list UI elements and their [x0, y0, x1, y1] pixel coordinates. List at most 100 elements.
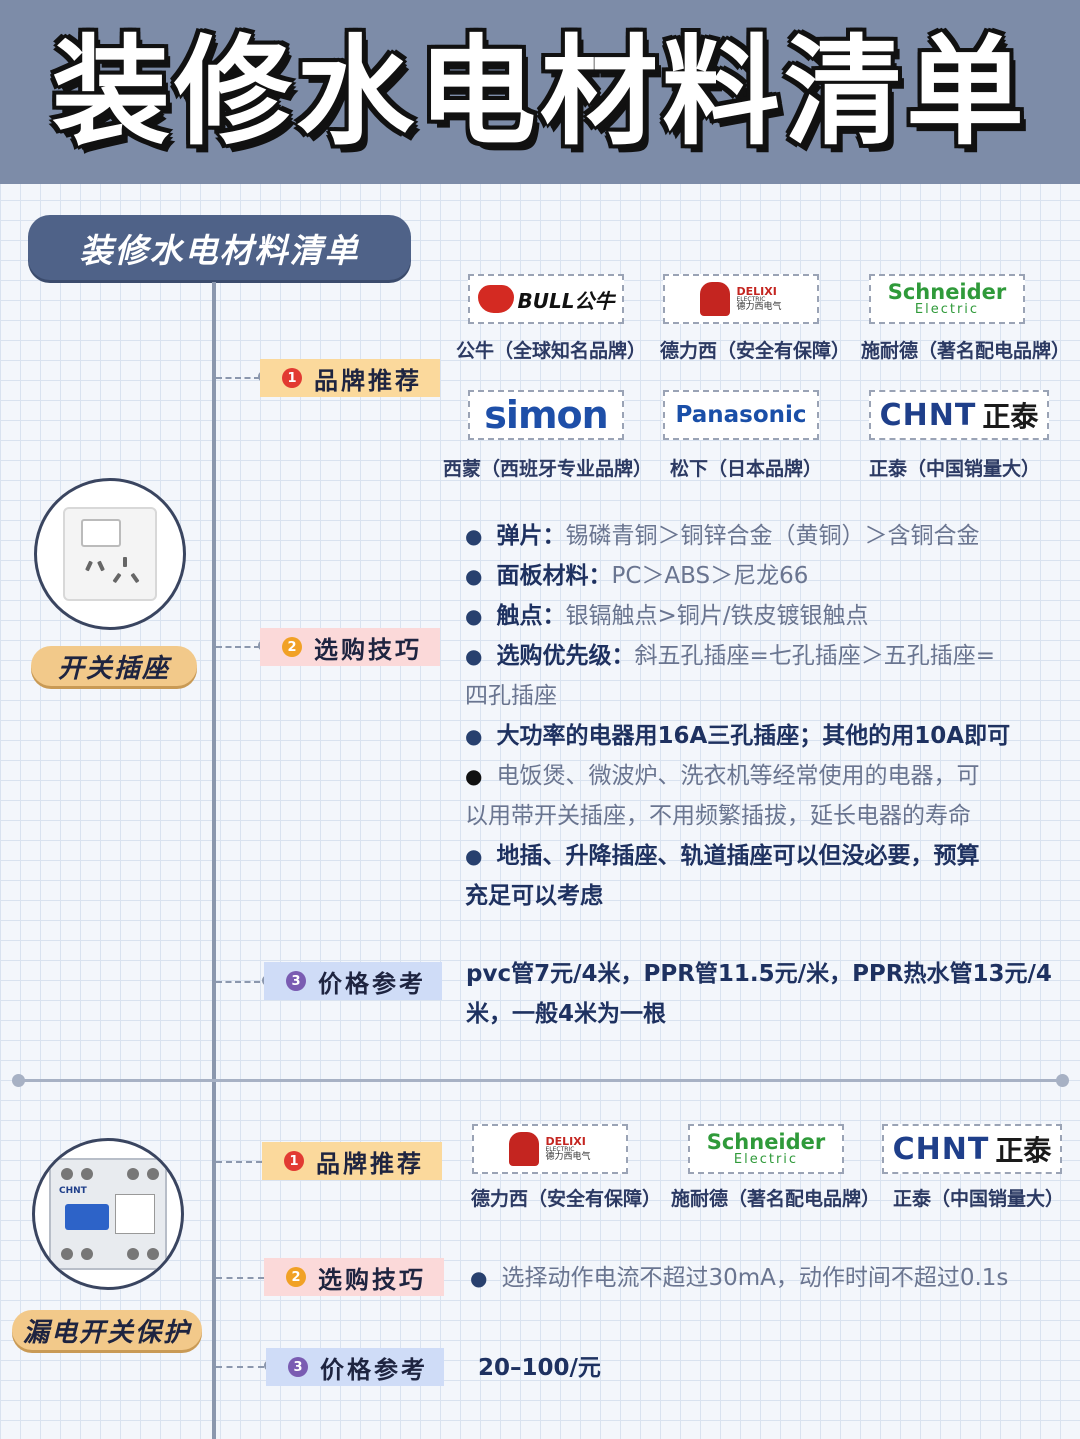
- socket-hole: [123, 557, 127, 567]
- delixi-logo-small: ELECTRIC: [736, 296, 766, 303]
- price-text-line1: pvc管7元/4米，PPR管11.5元/米，PPR热水管13元/4: [466, 961, 1052, 987]
- tag-label: 品牌推荐: [314, 366, 422, 395]
- tip-text: 地插、升降插座、轨道插座可以但没必要，预算: [496, 843, 980, 869]
- tip-text: 锡磷青铜＞铜锌合金（黄铜）＞含铜合金: [565, 523, 980, 549]
- bullet-dot-icon: ●: [465, 764, 483, 788]
- chint-logo-cn: 正泰: [995, 1134, 1052, 1167]
- divider-dot-left: [12, 1074, 25, 1087]
- breaker-screw: [147, 1168, 159, 1180]
- delixi-logo-cn: 德力西电气: [545, 1152, 591, 1162]
- tag-label: 选购技巧: [318, 1265, 426, 1294]
- tag-price-reference: 3 价格参考: [266, 1348, 444, 1386]
- tag-number: 2: [282, 637, 302, 657]
- breaker-screw: [61, 1248, 73, 1260]
- bullet-dot-icon: ●: [465, 524, 483, 548]
- brand-caption-delixi: 德力西（安全有保障）: [660, 340, 851, 362]
- category-pill-leakage: 漏电开关保护: [12, 1310, 202, 1350]
- tag-buying-tips: 2 选购技巧: [264, 1258, 444, 1296]
- socket-hole: [85, 560, 93, 572]
- subtitle-pill: 装修水电材料清单: [28, 215, 411, 280]
- tag-label: 价格参考: [320, 1355, 428, 1384]
- category-label: 开关插座: [57, 653, 170, 684]
- panasonic-logo-text: Panasonic: [675, 402, 807, 428]
- schneider-logo-sub: Electric: [733, 1152, 799, 1167]
- connector-line: [216, 377, 260, 379]
- tag-brand-recommend: 1 品牌推荐: [262, 1142, 442, 1180]
- price-text-line2: 米，一般4米为一根: [466, 1001, 667, 1027]
- chint-logo-text: CHNT: [879, 397, 977, 433]
- connector-line: [216, 1366, 264, 1368]
- category-pill-sockets: 开关插座: [31, 646, 197, 686]
- brand-logo-simon: simon: [468, 390, 624, 440]
- brand-logo-bull: BULL公牛: [468, 274, 624, 324]
- brand-caption-simon: 西蒙（西班牙专业品牌）: [443, 458, 653, 480]
- breaker-photo: CHNT: [32, 1138, 184, 1290]
- price-text: 20–100/元: [478, 1355, 601, 1381]
- tag-number: 1: [282, 368, 302, 388]
- subtitle-text: 装修水电材料清单: [79, 230, 360, 270]
- tag-number: 3: [288, 1357, 308, 1377]
- connector-line: [216, 981, 260, 983]
- breaker-screw: [127, 1248, 139, 1260]
- connector-line: [216, 1161, 262, 1163]
- tip-text: 银镉触点>铜片/铁皮镀银触点: [565, 603, 869, 629]
- tip-key: 面板材料：: [496, 563, 612, 589]
- brand-caption-schneider: 施耐德（著名配电品牌）: [671, 1188, 881, 1210]
- delixi-logo-icon: [700, 282, 731, 316]
- brand-caption-chint: 正泰（中国销量大）: [869, 458, 1041, 480]
- header-banner: 装修水电材料清单: [0, 0, 1080, 184]
- tip-item-continued: 充足可以考虑: [465, 883, 603, 909]
- tip-item: ● 电饭煲、微波炉、洗衣机等经常使用的电器，可: [465, 756, 979, 796]
- tag-number: 2: [286, 1267, 306, 1287]
- tag-label: 选购技巧: [314, 635, 422, 664]
- brand-logo-delixi: DELIXI ELECTRIC 德力西电气: [663, 274, 819, 324]
- breaker-label: [115, 1194, 155, 1234]
- breaker-screw: [127, 1168, 139, 1180]
- schneider-logo-sub: Electric: [914, 302, 980, 317]
- tag-brand-recommend: 1 品牌推荐: [260, 359, 440, 397]
- breaker-screw: [81, 1248, 93, 1260]
- delixi-logo-text: DELIXI: [736, 285, 777, 298]
- tip-item: ●大功率的电器用16A三孔插座；其他的用10A即可: [465, 716, 1010, 756]
- tip-item-continued: 以用带开关插座，不用频繁插拔，延长电器的寿命: [465, 803, 971, 829]
- divider-dot-right: [1056, 1074, 1069, 1087]
- breaker-screw: [147, 1248, 159, 1260]
- brand-logo-delixi: DELIXI ELECTRIC 德力西电气: [472, 1124, 628, 1174]
- brand-caption-schneider: 施耐德（著名配电品牌）: [861, 340, 1071, 362]
- delixi-logo-cn: 德力西电气: [736, 302, 782, 312]
- tip-key: 触点：: [496, 603, 566, 629]
- delixi-logo-text: DELIXI: [545, 1135, 586, 1148]
- bullet-dot-icon: ●: [465, 564, 483, 588]
- bullet-dot-icon: ●: [465, 604, 483, 628]
- tip-item: ● 触点：银镉触点>铜片/铁皮镀银触点: [465, 596, 868, 636]
- tip-item: ●选择动作电流不超过30mA，动作时间不超过0.1s: [470, 1258, 1008, 1298]
- tip-item: ●面板材料：PC＞ABS＞尼龙66: [465, 556, 808, 596]
- socket-photo: [34, 478, 186, 630]
- socket-image: [63, 507, 157, 601]
- socket-hole: [130, 572, 140, 584]
- tip-key: 选购优先级：: [496, 643, 635, 669]
- section-divider: [18, 1079, 1062, 1082]
- tag-number: 3: [286, 971, 306, 991]
- tag-number: 1: [284, 1151, 304, 1171]
- tag-label: 价格参考: [318, 969, 426, 998]
- category-label: 漏电开关保护: [22, 1317, 191, 1348]
- breaker-lever: [65, 1204, 109, 1230]
- bullet-dot-icon: ●: [465, 844, 483, 868]
- brand-caption-panasonic: 松下（日本品牌）: [670, 458, 823, 480]
- tag-label: 品牌推荐: [316, 1149, 424, 1178]
- breaker-screw: [81, 1168, 93, 1180]
- bull-logo-text: BULL公牛: [517, 288, 615, 313]
- tip-text: 电饭煲、微波炉、洗衣机等经常使用的电器，可: [496, 763, 980, 789]
- breaker-brand-label: CHNT: [59, 1186, 87, 1196]
- delixi-logo-icon: [509, 1132, 540, 1166]
- connector-line: [216, 1277, 264, 1279]
- tip-key: 弹片：: [496, 523, 566, 549]
- tip-item: ● 弹片：锡磷青铜＞铜锌合金（黄铜）＞含铜合金: [465, 516, 979, 556]
- chint-logo-text: CHNT: [892, 1131, 990, 1167]
- bullet-dot-icon: ●: [465, 644, 483, 668]
